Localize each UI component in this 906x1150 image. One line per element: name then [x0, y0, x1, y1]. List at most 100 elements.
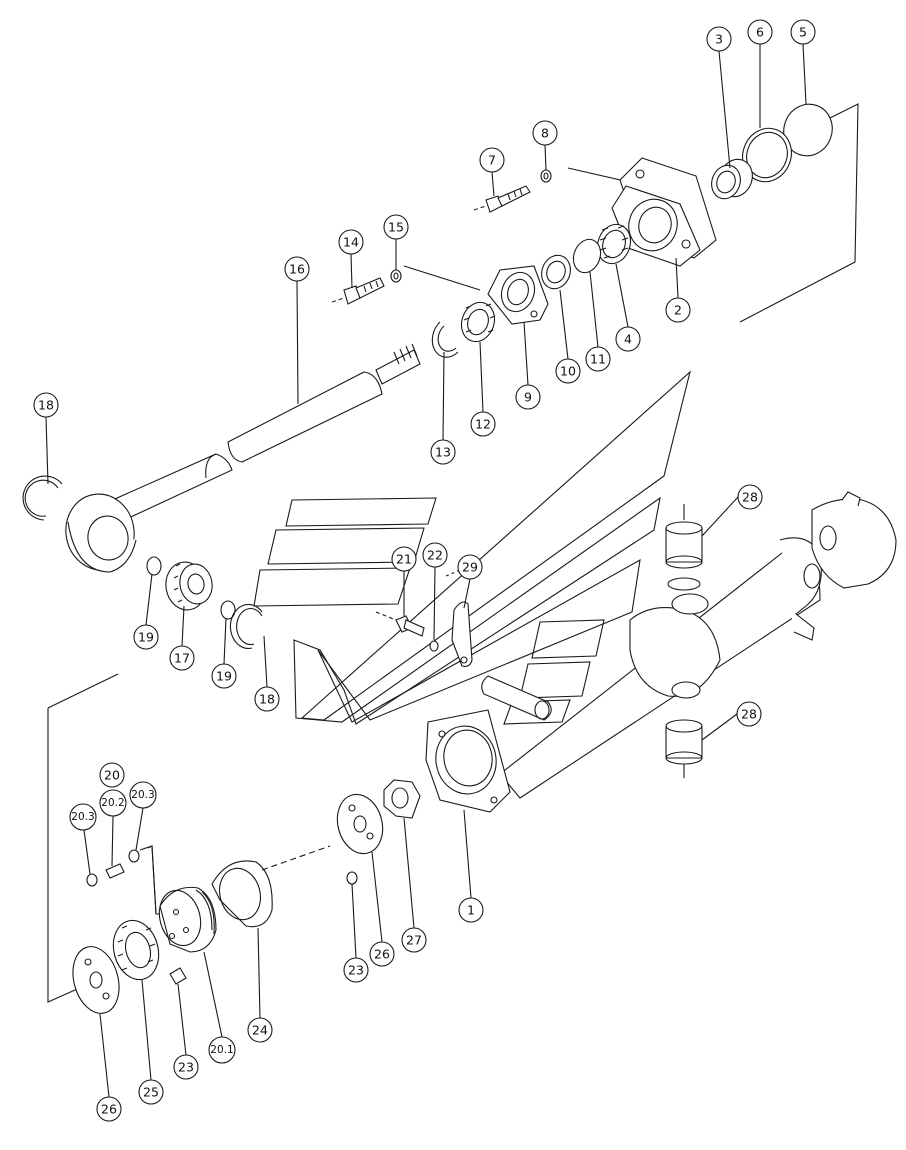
callout-25: 25 — [138, 1079, 164, 1105]
head-flange — [425, 709, 511, 813]
part-13-snap-ring — [431, 321, 459, 358]
callout-15: 15 — [383, 214, 409, 240]
callout-27-label: 27 — [406, 933, 422, 948]
callout-16-label: 16 — [289, 262, 305, 277]
callout-20-1-label: 20.1 — [210, 1044, 233, 1056]
callout-5: 5 — [790, 19, 816, 45]
callout-27: 27 — [401, 927, 427, 953]
part-9-flange — [487, 265, 549, 325]
callout-10-label: 10 — [560, 364, 576, 379]
callout-20-2: 20.2 — [99, 789, 127, 817]
part-8-washer — [540, 169, 552, 183]
part-10-bushing — [541, 254, 571, 290]
callout-18-mid: 18 — [254, 686, 280, 712]
callout-29-label: 29 — [462, 560, 478, 575]
callout-4-label: 4 — [624, 332, 632, 347]
callout-10: 10 — [555, 358, 581, 384]
callout-13-label: 13 — [435, 445, 451, 460]
end-clevis — [811, 491, 897, 589]
rod-eye — [65, 493, 137, 573]
part-22-washer — [429, 640, 439, 652]
callout-26-mid: 26 — [369, 941, 395, 967]
part-23-setscrew — [346, 871, 358, 885]
part-6-ring — [742, 127, 792, 183]
callout-25-label: 25 — [143, 1085, 159, 1100]
callout-19-right: 19 — [211, 663, 237, 689]
callout-20-3-right: 20.3 — [129, 781, 157, 809]
part-18-snap-ring-b — [229, 603, 263, 649]
callout-14: 14 — [338, 229, 364, 255]
callout-18-mid-label: 18 — [259, 692, 275, 707]
callout-4: 4 — [615, 326, 641, 352]
callout-26-low-label: 26 — [101, 1102, 117, 1117]
callout-leaders — [45, 43, 807, 1098]
pin-shaft — [481, 675, 552, 721]
callout-12: 12 — [470, 411, 496, 437]
part-16-piston-rod — [107, 343, 421, 523]
part-26-plate — [336, 793, 384, 855]
part-18-snap-ring — [22, 475, 63, 521]
callout-11-label: 11 — [590, 352, 606, 367]
part-20-2-screw — [105, 863, 125, 879]
callout-8-label: 8 — [541, 126, 549, 141]
callout-16: 16 — [284, 256, 310, 282]
part-19-seal-a — [146, 556, 162, 576]
part-5-oring — [783, 103, 833, 157]
part-19-seal-b — [220, 600, 236, 620]
part-28-bushing-top — [665, 504, 703, 591]
callout-20-3-left-label: 20.3 — [71, 811, 94, 823]
callout-20-3-left: 20.3 — [69, 803, 97, 831]
callout-19-left: 19 — [133, 624, 159, 650]
part-29-lever — [445, 569, 473, 667]
callout-13: 13 — [430, 439, 456, 465]
part-27-nut — [383, 779, 421, 819]
part-3-bushing — [711, 158, 753, 200]
part-28-bushing-bottom — [665, 719, 703, 778]
callout-17-label: 17 — [174, 651, 190, 666]
callout-20-3-right-label: 20.3 — [131, 789, 154, 801]
callout-19-right-label: 19 — [216, 669, 232, 684]
callout-14-label: 14 — [343, 235, 359, 250]
part-4-seal — [596, 223, 632, 265]
callout-26-low: 26 — [96, 1096, 122, 1122]
callout-12-label: 12 — [475, 417, 491, 432]
callout-18-top: 18 — [33, 392, 59, 418]
part-20-3-setscrew-a — [86, 873, 98, 887]
callout-24-label: 24 — [252, 1023, 268, 1038]
part-26-plate-b — [72, 946, 120, 1014]
part-15-washer — [390, 269, 402, 283]
watermark-logo — [253, 370, 691, 725]
callout-8: 8 — [532, 120, 558, 146]
callout-29: 29 — [457, 554, 483, 580]
part-23-setscrew-b — [169, 967, 187, 985]
callout-7: 7 — [479, 147, 505, 173]
callout-28-top: 28 — [737, 484, 763, 510]
callout-2-label: 2 — [674, 303, 682, 318]
callout-21: 21 — [391, 546, 417, 572]
callout-28-bottom-label: 28 — [741, 707, 757, 722]
part-24-ring — [211, 860, 273, 928]
callout-22: 22 — [422, 542, 448, 568]
callout-20-2-label: 20.2 — [101, 797, 124, 809]
callout-21-label: 21 — [396, 552, 412, 567]
callout-28-top-label: 28 — [742, 490, 758, 505]
callout-26-mid-label: 26 — [374, 947, 390, 962]
callout-28-bottom: 28 — [736, 701, 762, 727]
callout-7-label: 7 — [488, 153, 496, 168]
part-17-bearing — [165, 561, 213, 611]
callout-11: 11 — [585, 346, 611, 372]
callout-6-label: 6 — [756, 25, 764, 40]
callout-6: 6 — [747, 19, 773, 45]
part-1-cylinder-barrel — [499, 537, 822, 799]
callout-3-label: 3 — [715, 32, 723, 47]
callout-24: 24 — [247, 1017, 273, 1043]
axis-line — [261, 845, 331, 871]
callout-9-label: 9 — [524, 390, 532, 405]
part-2-gland-flange — [611, 157, 717, 267]
part-25-seal — [112, 919, 160, 981]
leader-lines — [47, 103, 859, 1003]
part-12-wiper — [460, 301, 496, 343]
callout-1-label: 1 — [467, 903, 475, 918]
